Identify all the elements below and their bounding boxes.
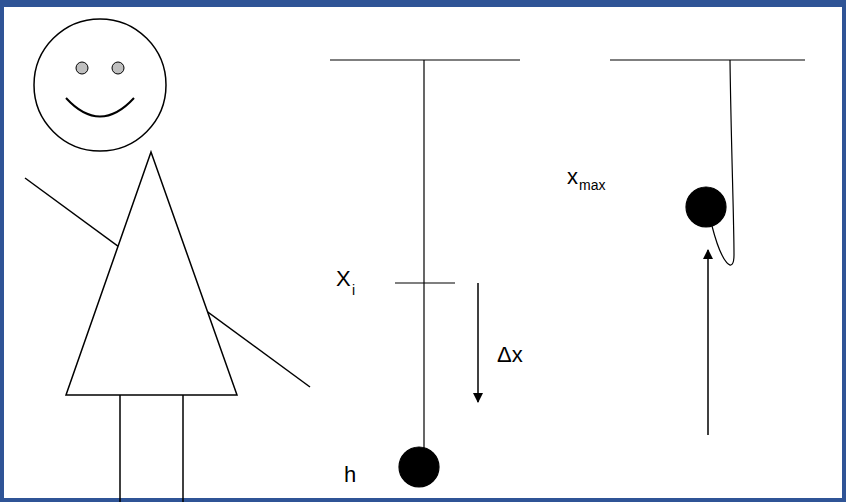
smile xyxy=(66,98,134,117)
top-band xyxy=(0,0,846,7)
eye xyxy=(76,62,88,74)
subscript: i xyxy=(352,283,355,297)
slack-string xyxy=(712,60,734,265)
displacement-arrow xyxy=(477,283,479,402)
pendulum-low xyxy=(330,60,520,487)
ceiling xyxy=(330,59,520,60)
subscript: max xyxy=(579,178,605,192)
dimension-label: Δx xyxy=(497,344,523,366)
height-label: h xyxy=(344,464,356,486)
eye xyxy=(112,62,124,74)
body-triangle xyxy=(66,152,237,395)
rise-arrow xyxy=(707,250,709,435)
pendulum-high xyxy=(610,60,805,435)
point-label: X xyxy=(336,268,351,290)
stick-figure xyxy=(25,19,310,502)
leg xyxy=(182,395,184,502)
ball xyxy=(686,187,726,227)
leg xyxy=(119,395,121,502)
ceiling xyxy=(610,59,805,60)
head xyxy=(34,19,166,151)
string xyxy=(423,60,424,450)
point-label: x xyxy=(567,166,578,188)
ball xyxy=(399,447,439,487)
xi-mark xyxy=(395,282,455,283)
